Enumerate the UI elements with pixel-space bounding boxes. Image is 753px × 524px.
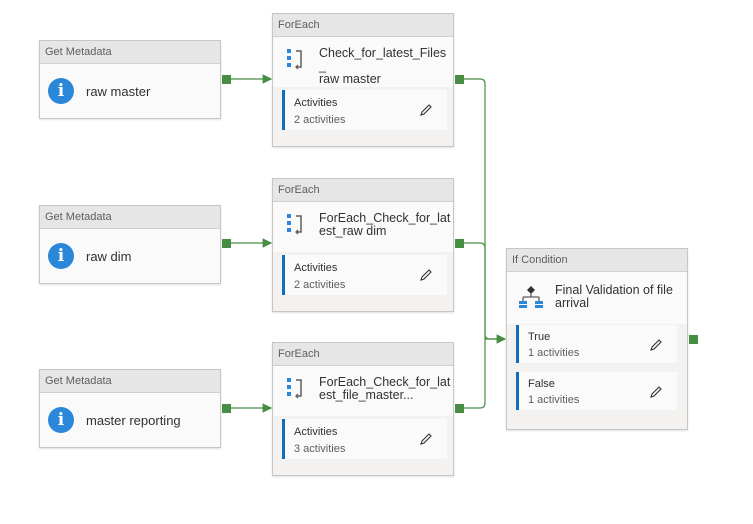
- success-output-port[interactable]: [455, 404, 464, 413]
- foreach-loop-icon: [287, 378, 302, 399]
- node-type-label: ForEach: [273, 14, 453, 37]
- title-line-2: est_file_master...: [319, 388, 414, 402]
- title-line-2: arrival: [555, 296, 590, 310]
- activities-label: Activities: [294, 262, 338, 274]
- activity-name: raw dim: [86, 248, 132, 264]
- activities-label: Activities: [294, 426, 338, 438]
- true-branch-count: 1 activities: [528, 347, 580, 359]
- false-branch-count: 1 activities: [528, 394, 580, 406]
- edit-pencil-icon[interactable]: [649, 385, 663, 399]
- title-line-1: ForEach_Check_for_lat: [319, 375, 451, 389]
- true-branch-label: True: [528, 331, 551, 343]
- get-metadata-node-master-reporting[interactable]: Get Metadata i master reporting: [39, 369, 221, 448]
- success-output-port[interactable]: [222, 404, 231, 413]
- title-line-2: est_raw dim: [319, 224, 387, 238]
- node-type-label: Get Metadata: [40, 41, 220, 64]
- false-branch-panel[interactable]: False 1 activities: [516, 372, 677, 410]
- success-output-port[interactable]: [222, 239, 231, 248]
- success-output-port[interactable]: [689, 335, 698, 344]
- activity-name: master reporting: [86, 412, 181, 428]
- edit-pencil-icon[interactable]: [419, 432, 433, 446]
- info-icon: i: [48, 78, 74, 104]
- foreach-node-1[interactable]: ForEach Check_for_latest_Files_ raw mast…: [272, 13, 454, 147]
- node-type-label: Get Metadata: [40, 370, 220, 393]
- activity-name: raw master: [86, 83, 151, 99]
- activities-count: 2 activities: [294, 279, 346, 291]
- activities-count: 2 activities: [294, 114, 346, 126]
- activities-count: 3 activities: [294, 443, 346, 455]
- foreach-loop-icon: [287, 49, 302, 70]
- activity-name: ForEach_Check_for_lat est_raw dim: [319, 212, 451, 238]
- title-line-1: Final Validation of file: [555, 283, 673, 297]
- title-line-2: raw master: [319, 72, 381, 86]
- title-line-1: ForEach_Check_for_lat: [319, 211, 451, 225]
- connector-foreach1-if[interactable]: [462, 78, 505, 340]
- activity-name: Check_for_latest_Files_ raw master: [319, 47, 451, 86]
- foreach-loop-icon: [287, 214, 302, 235]
- foreach-node-3[interactable]: ForEach ForEach_Check_for_lat est_file_m…: [272, 342, 454, 476]
- edit-pencil-icon[interactable]: [649, 338, 663, 352]
- foreach-node-2[interactable]: ForEach ForEach_Check_for_lat est_raw di…: [272, 178, 454, 312]
- success-output-port[interactable]: [455, 239, 464, 248]
- if-condition-branch-icon: [519, 286, 543, 308]
- info-icon: i: [48, 243, 74, 269]
- true-branch-panel[interactable]: True 1 activities: [516, 325, 677, 363]
- success-output-port[interactable]: [222, 75, 231, 84]
- connector-foreach3-if[interactable]: [462, 334, 507, 409]
- node-type-label: ForEach: [273, 343, 453, 366]
- node-type-label: Get Metadata: [40, 206, 220, 229]
- edit-pencil-icon[interactable]: [419, 103, 433, 117]
- connector-foreach2-if[interactable]: [462, 242, 486, 339]
- activities-label: Activities: [294, 97, 338, 109]
- if-condition-node[interactable]: If Condition Final Validation of file ar…: [506, 248, 688, 430]
- info-icon: i: [48, 407, 74, 433]
- get-metadata-node-raw-master[interactable]: Get Metadata i raw master: [39, 40, 221, 119]
- edit-pencil-icon[interactable]: [419, 268, 433, 282]
- node-type-label: ForEach: [273, 179, 453, 202]
- node-type-label: If Condition: [507, 249, 687, 272]
- success-output-port[interactable]: [455, 75, 464, 84]
- activity-name: Final Validation of file arrival: [555, 284, 683, 310]
- false-branch-label: False: [528, 378, 555, 390]
- activity-name: ForEach_Check_for_lat est_file_master...: [319, 376, 451, 402]
- activities-panel[interactable]: Activities 3 activities: [282, 419, 447, 459]
- activities-panel[interactable]: Activities 2 activities: [282, 90, 447, 130]
- title-line-1: Check_for_latest_Files_: [319, 46, 447, 73]
- get-metadata-node-raw-dim[interactable]: Get Metadata i raw dim: [39, 205, 221, 284]
- activities-panel[interactable]: Activities 2 activities: [282, 255, 447, 295]
